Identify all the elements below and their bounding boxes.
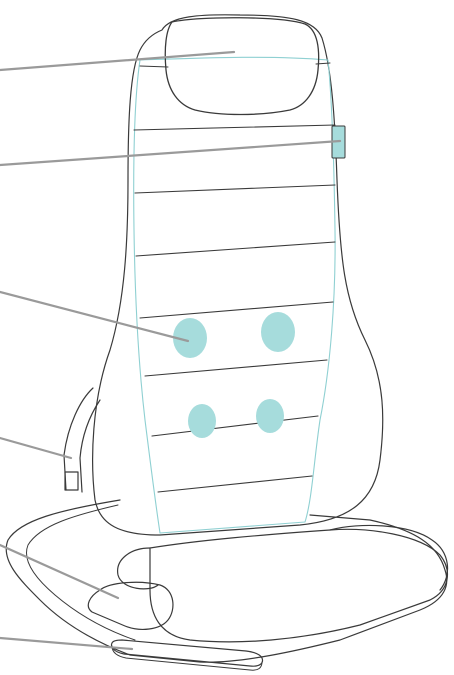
massage-node-upper-right: [261, 312, 295, 352]
quilt-line: [145, 360, 327, 376]
strap-buckle: [65, 472, 78, 490]
backrest-inner-panel: [134, 57, 335, 533]
quilt-line: [140, 302, 333, 318]
massage-node-lower-right: [256, 399, 284, 433]
remote-control-edge: [112, 646, 262, 670]
quilt-line: [134, 125, 335, 130]
quilt-line: [152, 416, 318, 436]
backrest: [93, 15, 383, 535]
massage-node-lower-left: [188, 404, 216, 438]
quilt-line: [158, 476, 312, 492]
headrest-pillow: [165, 18, 318, 115]
quilt-line: [135, 185, 335, 193]
seat-base: [6, 500, 447, 662]
seat-cushion-top: [150, 529, 447, 641]
remote-control-body: [112, 640, 263, 666]
quilt-line: [136, 242, 335, 256]
remote-control: [112, 640, 263, 670]
callout-lines: [0, 52, 340, 649]
seat-base-outline: [6, 500, 447, 662]
callout-line-seat-button: [0, 545, 118, 598]
backrest-quilt-lines: [134, 125, 335, 492]
headrest-strap-left: [140, 66, 168, 67]
callout-line-strap: [0, 438, 71, 458]
callout-line-control-tab: [0, 141, 340, 165]
strap-band: [64, 388, 100, 492]
seat-cushion-right-bolster: [330, 525, 448, 590]
seat-base-inner-outline: [27, 505, 135, 640]
callout-line-headrest: [0, 52, 234, 70]
strap: [64, 388, 100, 492]
